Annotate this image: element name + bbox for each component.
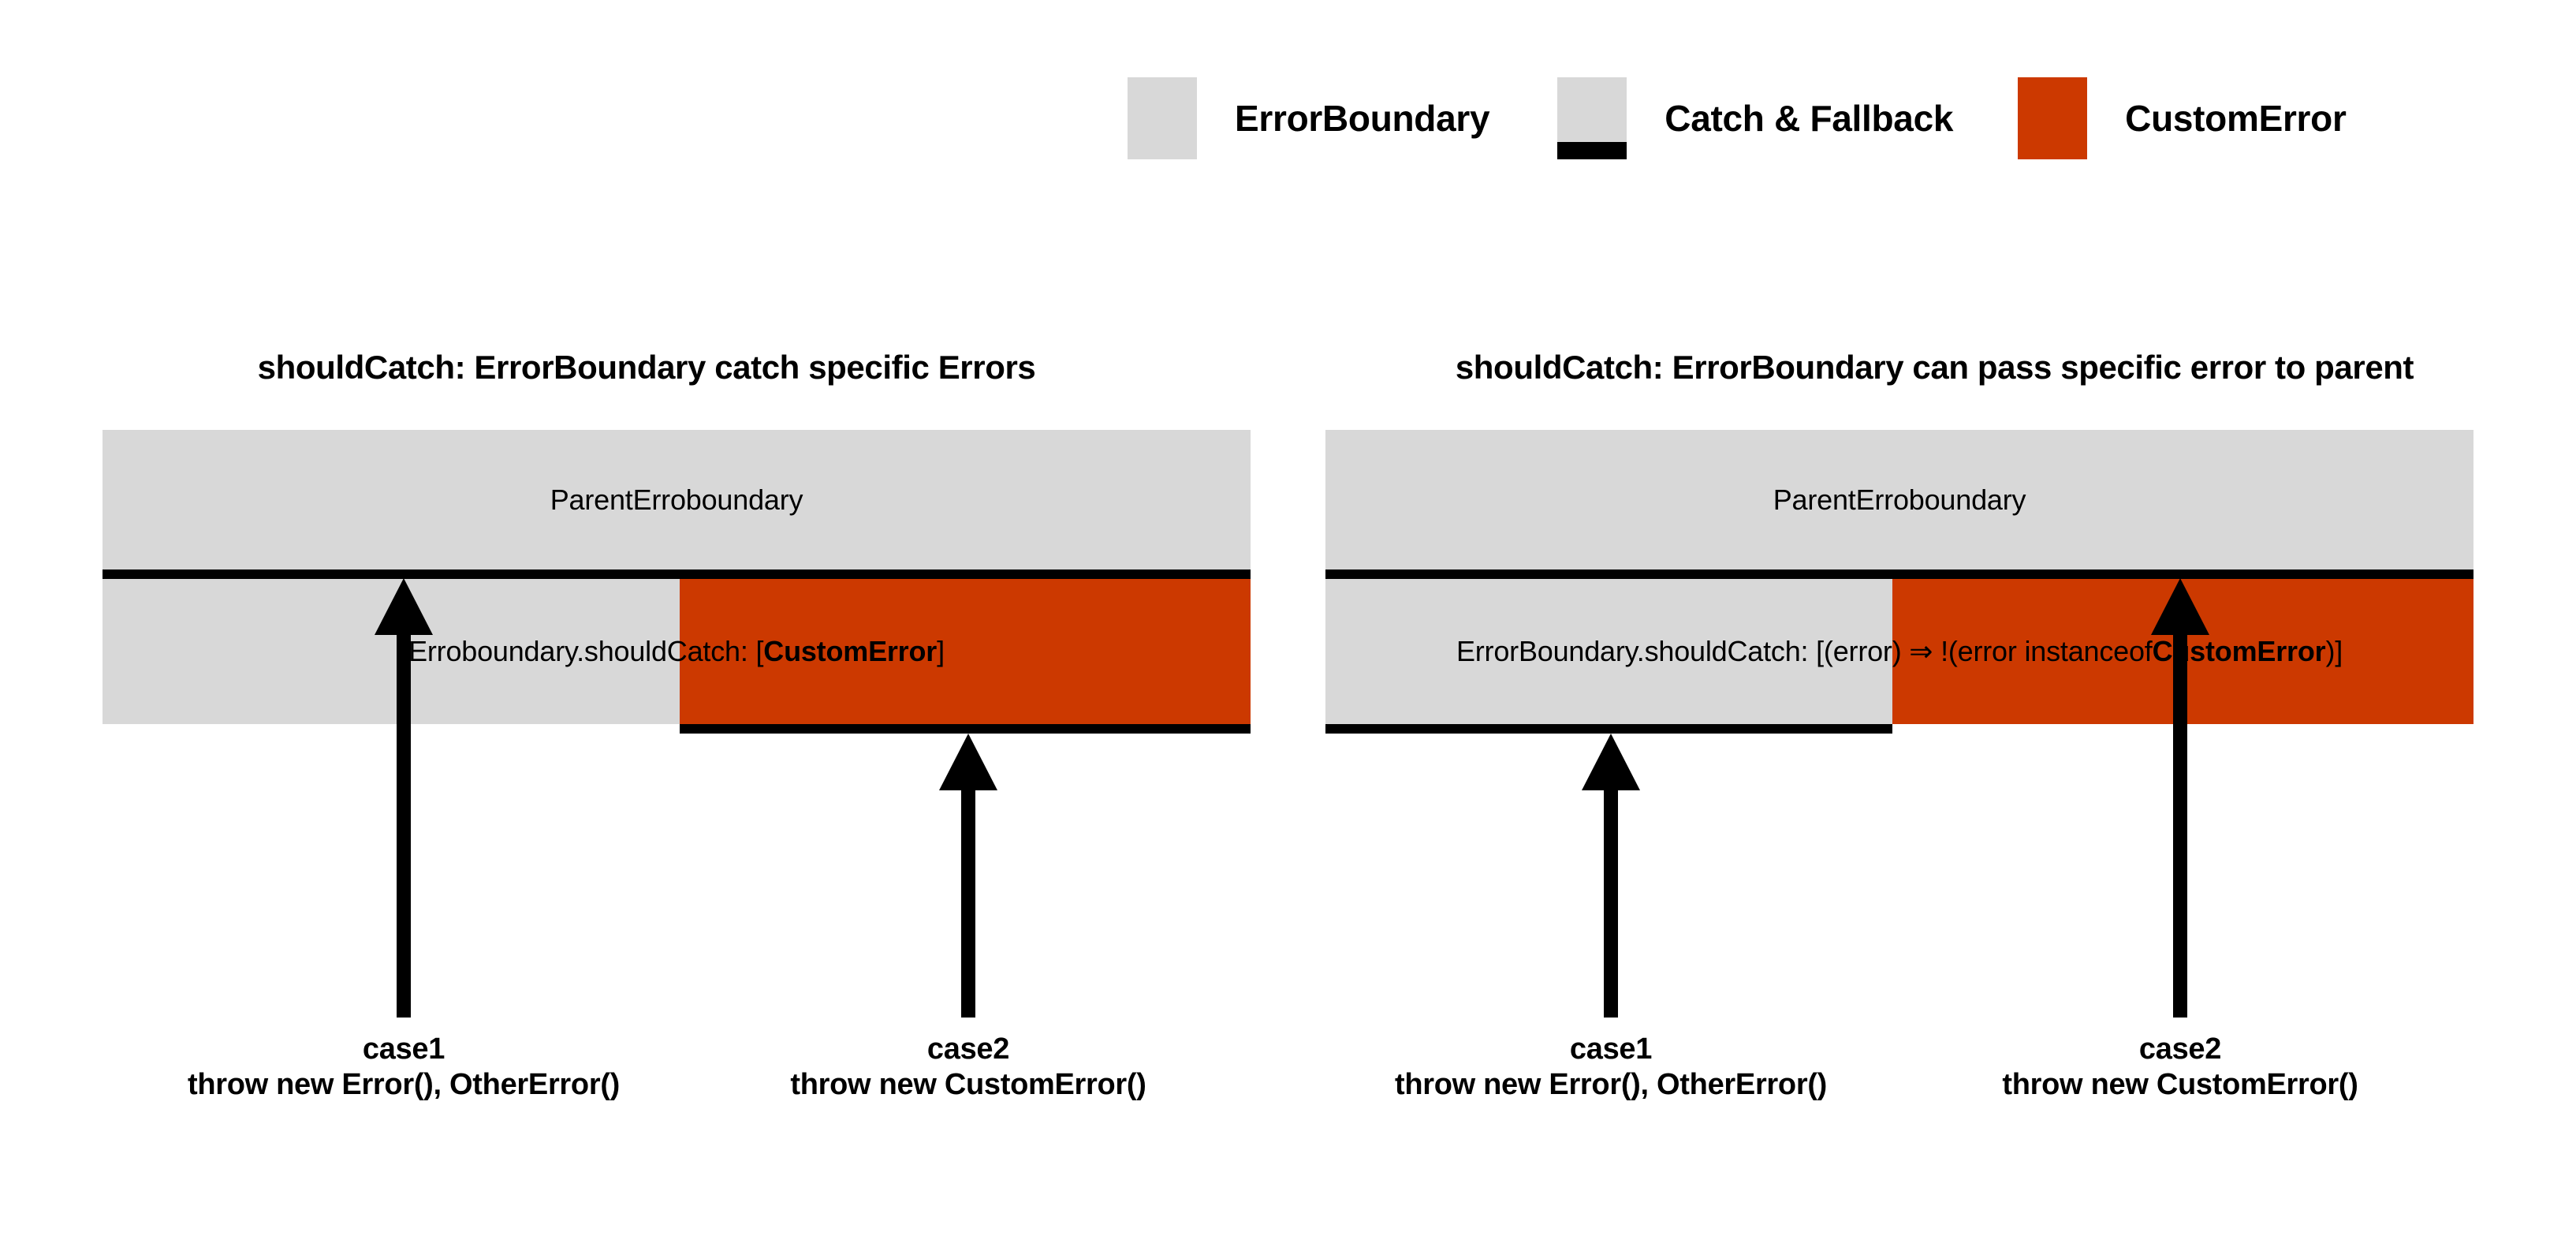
arrow-head-icon bbox=[939, 734, 997, 790]
arrow-head-icon bbox=[2151, 578, 2209, 635]
case1-code-right: throw new Error(), OtherError() bbox=[1394, 1067, 1828, 1101]
child-boundary-row-right bbox=[1325, 579, 2473, 724]
arrow-case2-right bbox=[2151, 578, 2209, 1018]
case-caption-case2-left: case2 throw new CustomError() bbox=[790, 1032, 1146, 1103]
parent-errorboundary-label-right: ParentErroboundary bbox=[1773, 483, 2026, 516]
case-caption-case1-left: case1 throw new Error(), OtherError() bbox=[188, 1032, 620, 1103]
child-gray-region-right bbox=[1325, 579, 1892, 724]
case2-name-right: case2 bbox=[2138, 1032, 2222, 1066]
arrow-shaft bbox=[2173, 630, 2187, 1018]
gray-swatch-with-black-bar-icon bbox=[1557, 77, 1627, 159]
legend-item-customerror: CustomError bbox=[2018, 77, 2347, 159]
arrow-head-icon bbox=[1582, 734, 1640, 790]
case2-code-left: throw new CustomError() bbox=[790, 1067, 1146, 1101]
case1-code-left: throw new Error(), OtherError() bbox=[187, 1067, 621, 1101]
gray-swatch-icon bbox=[1128, 77, 1197, 159]
arrow-case1-right bbox=[1582, 734, 1640, 1018]
case1-name-right: case1 bbox=[1569, 1032, 1653, 1066]
legend-label-catch-fallback: Catch & Fallback bbox=[1665, 98, 1954, 139]
parent-errorboundary-label-left: ParentErroboundary bbox=[550, 483, 803, 516]
catch-fallback-bar-bottom-right bbox=[1325, 724, 1892, 734]
legend-label-customerror: CustomError bbox=[2125, 98, 2347, 139]
arrow-case2-left bbox=[939, 734, 997, 1018]
arrow-head-icon bbox=[375, 578, 433, 635]
case2-code-right: throw new CustomError() bbox=[2002, 1067, 2358, 1101]
case2-name-left: case2 bbox=[926, 1032, 1010, 1066]
child-customerror-region-left bbox=[680, 579, 1251, 724]
arrow-shaft bbox=[961, 786, 975, 1018]
catch-fallback-bar-top-left bbox=[103, 569, 1251, 579]
arrow-case1-left bbox=[375, 578, 433, 1018]
catch-fallback-bar-top-right bbox=[1325, 569, 2473, 579]
case-caption-case1-right: case1 throw new Error(), OtherError() bbox=[1395, 1032, 1827, 1103]
panel-title-right: shouldCatch: ErrorBoundary can pass spec… bbox=[1455, 349, 2414, 386]
boundary-diagram-left: ParentErroboundary Erroboundary.shouldCa… bbox=[103, 430, 1251, 734]
case-caption-case2-right: case2 throw new CustomError() bbox=[2002, 1032, 2358, 1103]
panel-shouldcatch-specific-errors: shouldCatch: ErrorBoundary catch specifi… bbox=[103, 349, 1251, 1103]
child-boundary-row-left bbox=[103, 579, 1251, 724]
legend-item-catch-fallback: Catch & Fallback bbox=[1557, 77, 1953, 159]
arrow-shaft bbox=[397, 630, 411, 1018]
boundary-diagram-right: ParentErroboundary ErrorBoundary.shouldC… bbox=[1325, 430, 2473, 734]
orange-swatch-icon bbox=[2018, 77, 2088, 159]
catch-fallback-bar-bottom-left bbox=[680, 724, 1251, 734]
parent-errorboundary-box-right: ParentErroboundary bbox=[1325, 430, 2473, 569]
arrow-shaft bbox=[1604, 786, 1618, 1018]
legend-item-errorboundary: ErrorBoundary bbox=[1128, 77, 1490, 159]
parent-errorboundary-box-left: ParentErroboundary bbox=[103, 430, 1251, 569]
case1-name-left: case1 bbox=[362, 1032, 445, 1066]
legend: ErrorBoundary Catch & Fallback CustomErr… bbox=[1128, 75, 2347, 162]
legend-label-errorboundary: ErrorBoundary bbox=[1235, 98, 1490, 139]
panel-shouldcatch-pass-to-parent: shouldCatch: ErrorBoundary can pass spec… bbox=[1293, 0, 2576, 1236]
panel-title-left: shouldCatch: ErrorBoundary catch specifi… bbox=[257, 349, 1036, 386]
